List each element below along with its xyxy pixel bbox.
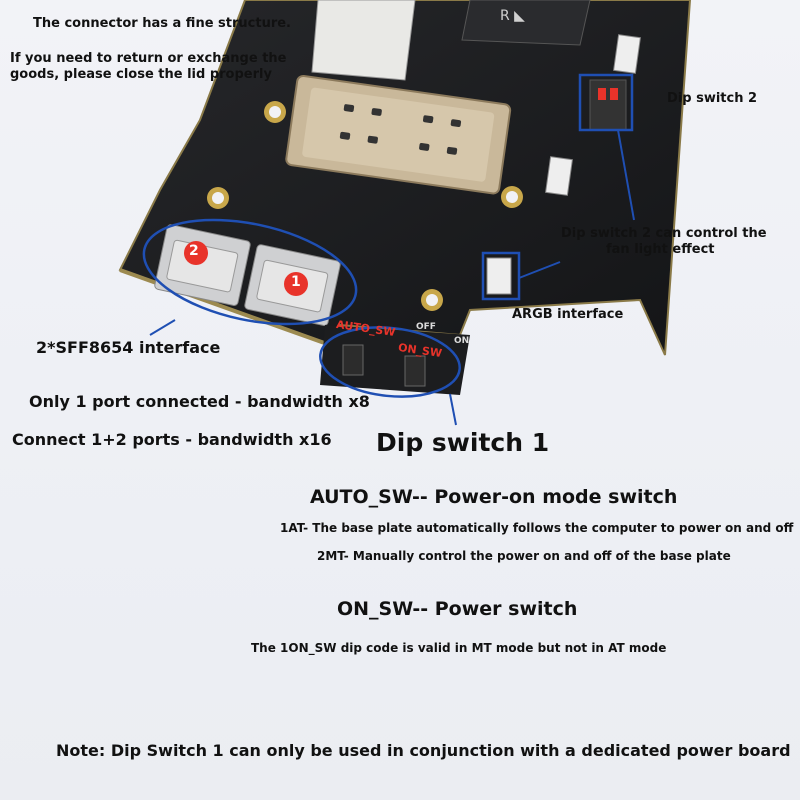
two-ports-bandwidth-text: Connect 1+2 ports - bandwidth x16 bbox=[12, 430, 332, 449]
mount-hole bbox=[501, 186, 523, 208]
dip-switch-2-desc-line-1: Dip switch 2 can control the bbox=[561, 226, 767, 241]
auto-sw-line-1: 1AT- The base plate automatically follow… bbox=[280, 521, 794, 535]
dip-switch-1-area bbox=[320, 325, 470, 395]
on-label: ON bbox=[454, 336, 470, 346]
on-sw-title: ON_SW-- Power switch bbox=[337, 598, 578, 620]
on-sw-label: ON_SW bbox=[397, 340, 443, 361]
mount-hole bbox=[421, 289, 443, 311]
top-note-line-1: The connector has a fine structure. bbox=[33, 16, 292, 31]
auto-sw-label: AUTO_SW bbox=[335, 317, 397, 340]
callout-line-sff bbox=[149, 319, 176, 336]
dip-switch-2-component bbox=[589, 79, 627, 131]
mount-hole bbox=[207, 187, 229, 209]
paper-label bbox=[311, 0, 416, 81]
dip-switch-2-highlight bbox=[578, 73, 634, 132]
on-sw-slider bbox=[404, 355, 426, 387]
sff-ports-highlight bbox=[142, 218, 358, 326]
on-sw-line-1: The 1ON_SW dip code is valid in MT mode … bbox=[251, 641, 667, 655]
sff-interface-text: 2*SFF8654 interface bbox=[36, 338, 221, 357]
off-label: OFF bbox=[416, 322, 436, 332]
dip-switch-1-title: Dip switch 1 bbox=[376, 428, 550, 457]
mount-hole bbox=[264, 101, 286, 123]
callout-line-dip2 bbox=[617, 129, 635, 221]
callout-line-dip1 bbox=[449, 393, 457, 426]
argb-highlight bbox=[481, 251, 521, 301]
one-port-bandwidth-text: Only 1 port connected - bandwidth x8 bbox=[29, 392, 370, 411]
central-connector bbox=[285, 74, 512, 195]
port-1-number: 1 bbox=[291, 274, 301, 290]
top-note-line-3: goods, please close the lid properly bbox=[10, 67, 272, 82]
dip-switch-2-label: Dip switch 2 bbox=[667, 91, 758, 106]
dip-switch-2-desc-line-2: fan light effect bbox=[606, 242, 715, 257]
auto-sw-title: AUTO_SW-- Power-on mode switch bbox=[310, 486, 678, 508]
port-2-number: 2 bbox=[189, 243, 199, 259]
sff-port-2 bbox=[154, 224, 251, 306]
top-note-line-2: If you need to return or exchange the bbox=[10, 51, 287, 66]
argb-interface-label: ARGB interface bbox=[512, 307, 624, 322]
footer-note: Note: Dip Switch 1 can only be used in c… bbox=[56, 741, 791, 760]
argb-connector bbox=[486, 257, 512, 295]
logo-box bbox=[461, 0, 591, 46]
callout-line-argb bbox=[518, 261, 561, 279]
auto-sw-slider bbox=[342, 344, 364, 376]
auto-sw-line-2: 2MT- Manually control the power on and o… bbox=[317, 549, 731, 563]
logo-mark: R ◣ bbox=[500, 8, 525, 24]
fan-header bbox=[545, 156, 573, 196]
fan-header bbox=[613, 34, 641, 74]
